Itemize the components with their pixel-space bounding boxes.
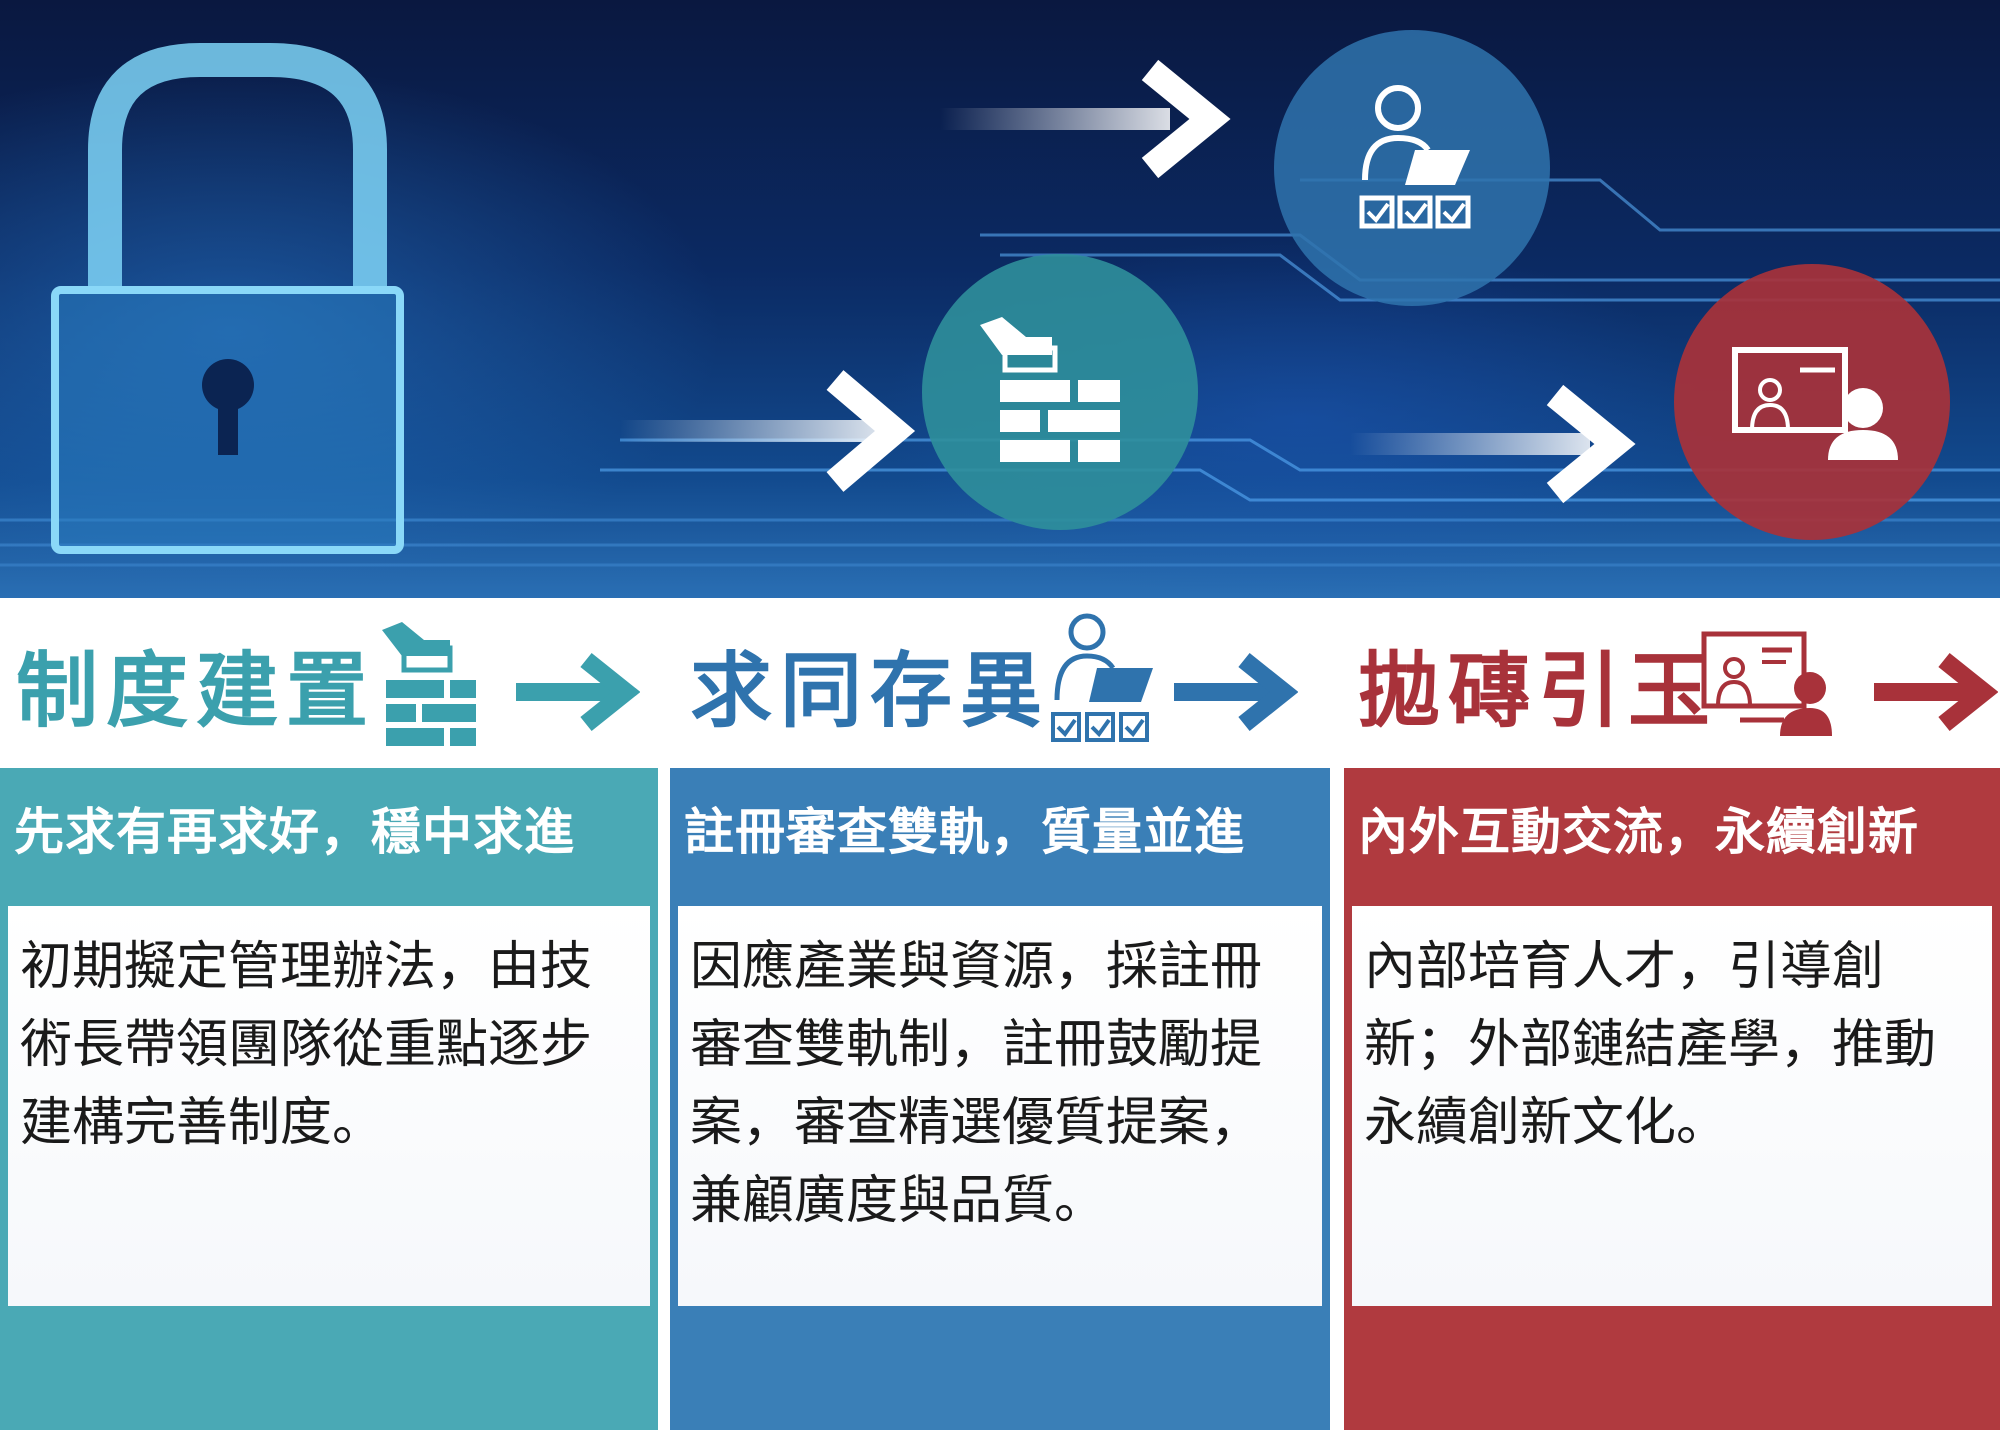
step-1-body: 初期擬定管理辦法，由技術長帶領團隊從重點逐步建構完善制度。 — [8, 906, 650, 1306]
hero-banner — [0, 0, 2000, 598]
hero-illustration — [0, 30, 2000, 567]
step-1-card: 先求有再求好，穩中求進 初期擬定管理辦法，由技術長帶領團隊從重點逐步建構完善制度… — [0, 768, 658, 1430]
step-1-subtitle: 先求有再求好，穩中求進 — [14, 803, 575, 861]
step-2-title: 求同存異 — [690, 644, 1051, 739]
user-laptop-checklist-icon — [1274, 30, 1550, 306]
step-2-subtitle: 註冊審查雙軌，質量並進 — [684, 803, 1245, 861]
step-3-body: 內部培育人才，引導創新；外部鏈結產學，推動永續創新文化。 — [1352, 906, 1992, 1306]
arrow-right-icon — [1174, 652, 1298, 732]
step-2-body: 因應產業與資源，採註冊審查雙軌制，註冊鼓勵提案，審查精選優質提案，兼顧廣度與品質… — [678, 906, 1322, 1306]
arrow-right-icon — [1874, 652, 1998, 732]
step-3-header: 拋磚引玉 — [1340, 610, 2000, 770]
step-3-subtitle: 內外互動交流，永續創新 — [1358, 803, 1919, 861]
step-2-header: 求同存異 — [670, 610, 1340, 770]
brick-wall-icon — [382, 622, 476, 746]
arrow-right-icon — [516, 652, 640, 732]
step-2-card: 註冊審查雙軌，質量並進 因應產業與資源，採註冊審查雙軌制，註冊鼓勵提案，審查精選… — [670, 768, 1330, 1430]
user-laptop-checklist-icon — [1051, 613, 1153, 742]
presentation-icon — [1701, 631, 1832, 736]
brick-wall-icon — [922, 254, 1198, 530]
step-1-title: 制度建置 — [16, 644, 377, 739]
step-3-card: 內外互動交流，永續創新 內部培育人才，引導創新；外部鏈結產學，推動永續創新文化。 — [1344, 768, 2000, 1430]
step-3-title: 拋磚引玉 — [1358, 644, 1719, 739]
padlock-icon — [51, 43, 404, 554]
presentation-icon — [1674, 264, 1950, 540]
step-1-header: 制度建置 — [0, 610, 680, 770]
arrow-right-icon — [620, 59, 1636, 504]
